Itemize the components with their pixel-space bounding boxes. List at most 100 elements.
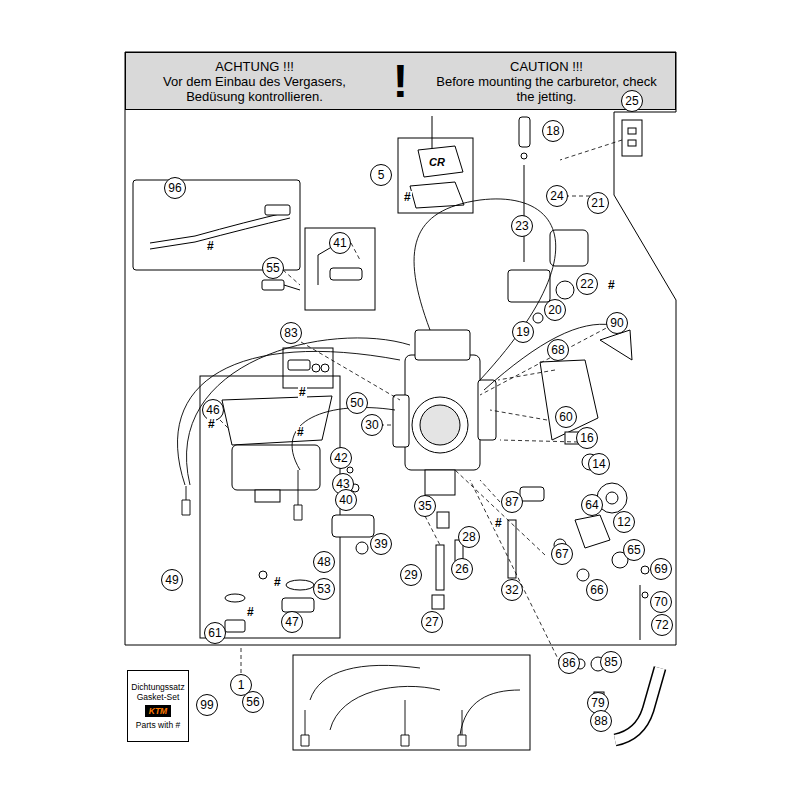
callout-text: 64 <box>585 499 598 511</box>
callout-number: 23 <box>511 215 533 237</box>
illustration-line <box>347 467 353 473</box>
gasket-mark: # <box>206 240 215 252</box>
callout-text: 35 <box>418 500 431 512</box>
callout-text: 18 <box>546 125 559 137</box>
callout-number: 99 <box>196 694 218 716</box>
illustration-line <box>393 395 409 447</box>
illustration-line <box>425 470 455 495</box>
gasket-mark: # <box>607 279 616 291</box>
jets <box>332 467 544 609</box>
illustration-line <box>455 470 545 555</box>
warning-symbol: ! <box>393 58 408 104</box>
callout-number: 32 <box>501 579 523 601</box>
illustration-line <box>225 594 245 602</box>
callout-number: 64 <box>581 494 603 516</box>
illustration-line <box>182 486 190 515</box>
gasket-mark: # <box>207 418 216 430</box>
callout-text: 55 <box>266 262 279 274</box>
callout-text: 85 <box>604 656 617 668</box>
illustration-line <box>283 270 300 285</box>
illustration-line <box>600 330 632 360</box>
callout-text: 86 <box>562 657 575 669</box>
callout-text: 46 <box>206 404 219 416</box>
callout-text: 19 <box>516 326 529 338</box>
illustration-line <box>533 313 543 323</box>
callout-number: 83 <box>280 322 302 344</box>
gasket-mark: # <box>273 576 282 588</box>
illustration-line <box>415 330 470 360</box>
callout-text: 90 <box>610 317 623 329</box>
callout-number: 90 <box>606 312 628 334</box>
callout-text: 70 <box>654 596 667 608</box>
illustration-line <box>288 360 310 370</box>
callout-number: 28 <box>458 526 480 548</box>
carburetor-body <box>393 330 496 495</box>
illustration-line <box>521 153 527 159</box>
illustration-line <box>628 128 636 134</box>
illustration-line <box>301 342 400 400</box>
warning-text: Vor dem Einbau des Vergasers, Bedüsung k… <box>139 74 371 104</box>
illustration-line <box>436 545 444 590</box>
illustration-line <box>480 480 500 502</box>
callout-text: 5 <box>378 169 385 181</box>
illustration-line <box>524 165 525 262</box>
illustration-line <box>490 410 547 420</box>
callout-text: 48 <box>317 556 330 568</box>
illustration-line <box>642 592 648 598</box>
callout-text: 60 <box>559 411 572 423</box>
callout-text: 24 <box>550 190 563 202</box>
illustration-line <box>628 140 636 146</box>
callout-number: 29 <box>400 564 422 586</box>
illustration-line <box>420 405 460 445</box>
illustration-line <box>460 690 520 735</box>
callout-text: 20 <box>548 304 561 316</box>
callout-text: 23 <box>515 220 528 232</box>
gasket-mark: # <box>296 426 305 438</box>
illustration-line <box>283 348 333 388</box>
illustration-line <box>405 355 480 470</box>
callout-text: 39 <box>374 538 387 550</box>
callout-text: 30 <box>365 419 378 431</box>
illustration-line <box>262 280 284 290</box>
illustration-line <box>312 364 320 372</box>
illustration-line <box>232 445 320 490</box>
callout-text: 87 <box>505 496 518 508</box>
illustration-line <box>294 470 302 520</box>
illustration-line <box>284 285 300 290</box>
gasket-mark: # <box>298 386 307 398</box>
illustration-line <box>577 569 589 581</box>
gasket-mark: # <box>494 517 503 529</box>
illustration-line <box>305 228 375 310</box>
illustration-line <box>500 440 578 442</box>
callout-number: 16 <box>576 427 598 449</box>
callout-number: 27 <box>421 611 443 633</box>
callout-text: 79 <box>591 697 604 709</box>
illustration-line <box>241 646 242 673</box>
illustration-line <box>293 655 530 750</box>
callout-text: 66 <box>590 584 603 596</box>
illustration-line <box>398 138 473 213</box>
callout-text: 50 <box>350 397 363 409</box>
callout-text: 40 <box>339 494 352 506</box>
illustration-line <box>560 140 622 160</box>
callout-text: 26 <box>455 563 468 575</box>
illustration-line <box>255 490 280 502</box>
illustration-line <box>225 620 245 632</box>
gasket-mark: # <box>246 606 255 618</box>
callout-number: 39 <box>370 533 392 555</box>
callout-number: 67 <box>551 543 573 565</box>
illustration-line <box>498 370 555 380</box>
illustration-line <box>641 566 649 574</box>
callout-text: 49 <box>165 574 178 586</box>
callout-text: 61 <box>208 627 221 639</box>
illustration-line <box>200 376 340 638</box>
illustration-line <box>330 686 440 730</box>
throttle-linkage <box>540 330 649 700</box>
brand-logo: KTM <box>145 705 171 717</box>
warning-band: ACHTUNG !!!Vor dem Einbau des Vergasers,… <box>125 52 676 110</box>
illustration-line <box>310 665 420 700</box>
callout-text: 83 <box>284 327 297 339</box>
